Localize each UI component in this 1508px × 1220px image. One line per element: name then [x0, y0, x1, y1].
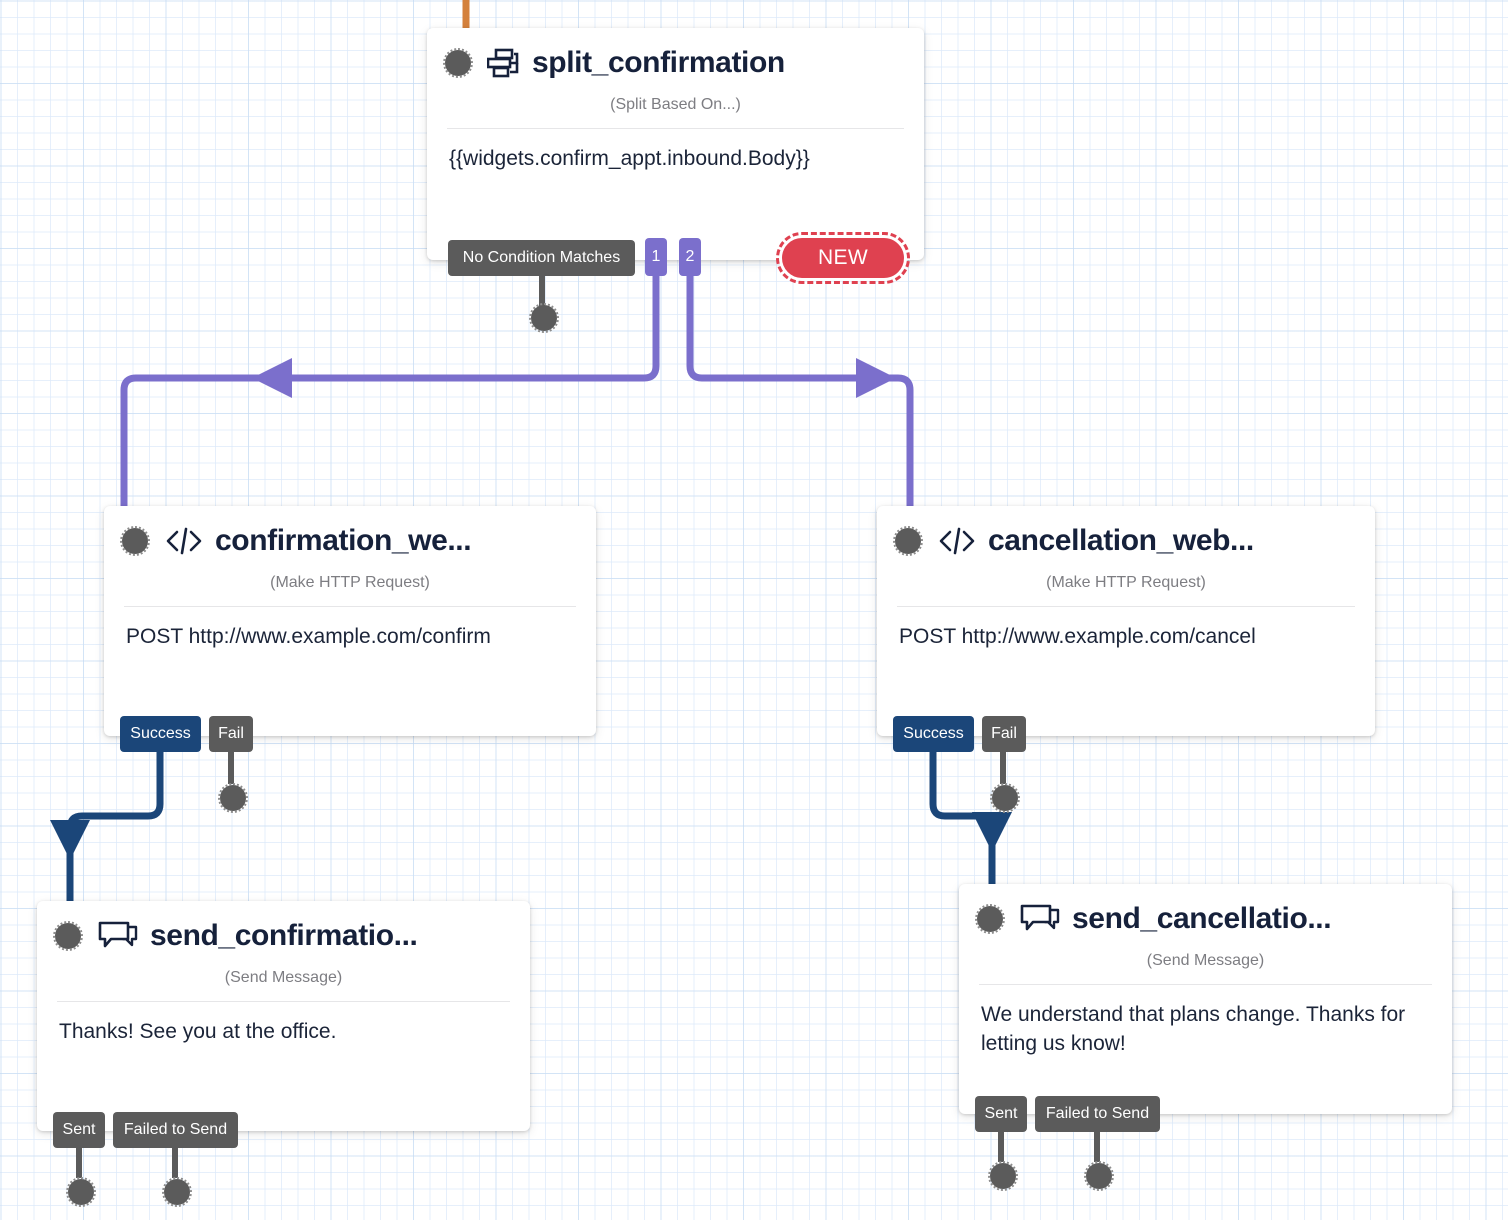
- sitemap-icon: [487, 48, 521, 78]
- message-bubble-icon: [97, 920, 139, 952]
- node-title: send_confirmatio...: [150, 919, 418, 952]
- edge-cancellation-success: [929, 752, 996, 890]
- node-subtitle: (Send Message): [1146, 952, 1265, 969]
- message-bubble-icon: [1019, 903, 1061, 935]
- port-sent-confirmation[interactable]: Sent: [53, 1112, 105, 1148]
- code-icon: [164, 526, 204, 556]
- port-sent-cancellation[interactable]: Sent: [975, 1096, 1027, 1132]
- edge-confirmation-success: [66, 752, 164, 906]
- node-header: split_confirmation: [427, 28, 924, 82]
- node-cancellation-webhook[interactable]: cancellation_web... (Make HTTP Request) …: [877, 506, 1375, 736]
- node-body: POST http://www.example.com/confirm: [126, 625, 491, 648]
- node-title: split_confirmation: [532, 46, 785, 79]
- endpoint-confirmation-fail[interactable]: [218, 783, 248, 813]
- port-label: Sent: [984, 1105, 1018, 1122]
- arrowhead-send-cancellation: [972, 812, 1012, 852]
- port-label: Sent: [62, 1121, 96, 1138]
- divider: [57, 1001, 510, 1002]
- endpoint-send-confirmation-failed[interactable]: [162, 1177, 192, 1207]
- port-fail-cancellation[interactable]: Fail: [982, 716, 1026, 752]
- port-label: Fail: [991, 725, 1017, 742]
- node-header: confirmation_we...: [104, 506, 596, 560]
- port-failed-to-send-cancellation[interactable]: Failed to Send: [1035, 1096, 1160, 1132]
- arrowhead-confirmation: [252, 358, 292, 398]
- node-title: confirmation_we...: [215, 524, 472, 557]
- port-label: Success: [903, 725, 964, 742]
- node-anchor-dot[interactable]: [443, 48, 473, 78]
- node-subtitle: (Split Based On...): [610, 96, 741, 113]
- new-transition-button[interactable]: NEW: [776, 232, 910, 284]
- node-title: cancellation_web...: [988, 524, 1254, 557]
- edge-split-1-to-confirmation: [120, 276, 660, 516]
- node-header: cancellation_web...: [877, 506, 1375, 560]
- port-no-condition-matches[interactable]: No Condition Matches: [448, 240, 635, 276]
- new-button-label: NEW: [818, 246, 868, 269]
- port-success-cancellation[interactable]: Success: [893, 716, 974, 752]
- divider: [897, 606, 1355, 607]
- node-anchor-dot[interactable]: [120, 526, 150, 556]
- node-send-confirmation[interactable]: send_confirmatio... (Send Message) Thank…: [37, 901, 530, 1131]
- code-icon: [937, 526, 977, 556]
- port-label: 2: [685, 248, 695, 265]
- node-send-cancellation[interactable]: send_cancellatio... (Send Message) We un…: [959, 884, 1452, 1114]
- node-anchor-dot[interactable]: [53, 921, 83, 951]
- node-body: POST http://www.example.com/cancel: [899, 625, 1256, 648]
- node-subtitle: (Make HTTP Request): [270, 574, 430, 591]
- endpoint-no-condition-matches[interactable]: [529, 303, 559, 333]
- endpoint-send-cancellation-sent[interactable]: [988, 1161, 1018, 1191]
- port-label: Failed to Send: [1045, 1105, 1150, 1122]
- node-body: {{widgets.confirm_appt.inbound.Body}}: [449, 147, 810, 170]
- node-header: send_cancellatio...: [959, 884, 1452, 938]
- node-anchor-dot[interactable]: [975, 904, 1005, 934]
- node-body: Thanks! See you at the office.: [59, 1020, 337, 1043]
- node-title: send_cancellatio...: [1072, 902, 1332, 935]
- divider: [447, 128, 904, 129]
- node-subtitle: (Send Message): [224, 969, 343, 986]
- node-anchor-dot[interactable]: [893, 526, 923, 556]
- port-label: 1: [651, 248, 661, 265]
- endpoint-cancellation-fail[interactable]: [990, 783, 1020, 813]
- edge-split-2-to-cancellation: [686, 276, 914, 516]
- divider: [979, 984, 1432, 985]
- arrowhead-send-confirmation: [50, 820, 90, 860]
- arrowhead-cancellation: [856, 358, 896, 398]
- node-body: We understand that plans change. Thanks …: [981, 1003, 1406, 1055]
- node-subtitle: (Make HTTP Request): [1046, 574, 1206, 591]
- divider: [124, 606, 576, 607]
- endpoint-send-cancellation-failed[interactable]: [1084, 1161, 1114, 1191]
- port-failed-to-send-confirmation[interactable]: Failed to Send: [113, 1112, 238, 1148]
- node-confirmation-webhook[interactable]: confirmation_we... (Make HTTP Request) P…: [104, 506, 596, 736]
- port-label: Fail: [218, 725, 244, 742]
- port-label: Failed to Send: [123, 1121, 228, 1138]
- port-label: No Condition Matches: [462, 249, 621, 266]
- endpoint-send-confirmation-sent[interactable]: [66, 1177, 96, 1207]
- port-success-confirmation[interactable]: Success: [120, 716, 201, 752]
- port-label: Success: [130, 725, 191, 742]
- node-header: send_confirmatio...: [37, 901, 530, 955]
- port-fail-confirmation[interactable]: Fail: [209, 716, 253, 752]
- port-2[interactable]: 2: [679, 238, 701, 276]
- port-1[interactable]: 1: [645, 238, 667, 276]
- node-split-confirmation[interactable]: split_confirmation (Split Based On...) {…: [427, 28, 924, 260]
